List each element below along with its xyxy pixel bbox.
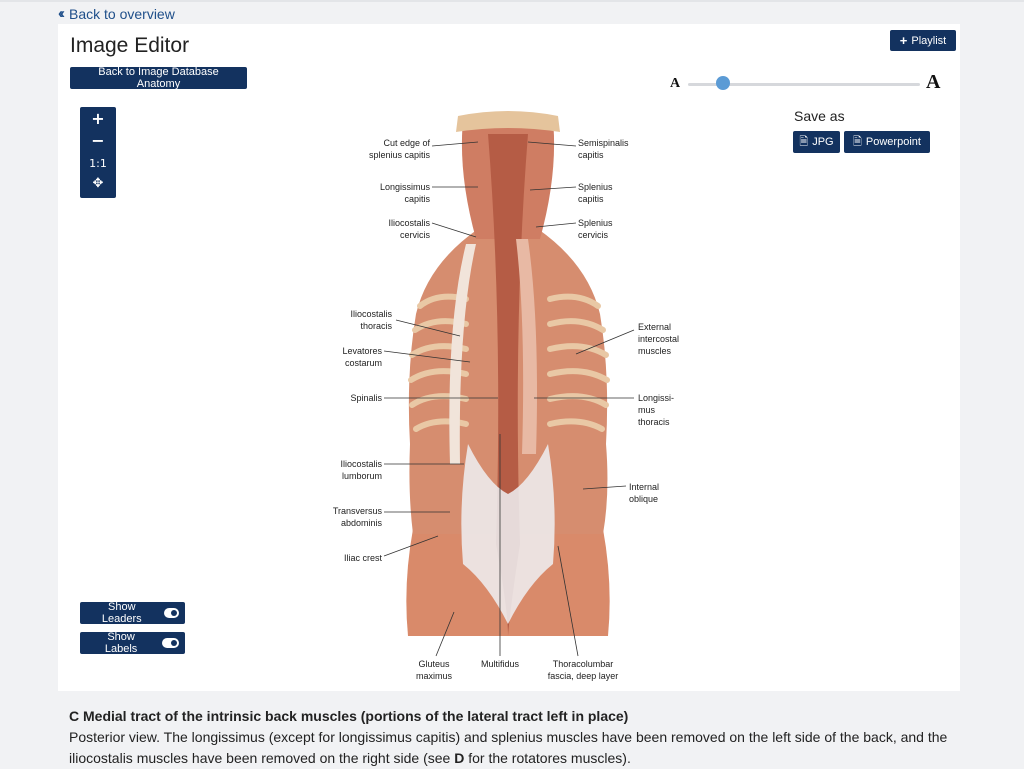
label-gluteus-2: maximus	[416, 671, 453, 681]
label-iliocostalis-lumborum-1: Iliocostalis	[340, 459, 382, 469]
image-editor-card: Image Editor + Playlist Back to Image Da…	[58, 24, 960, 691]
figure-caption: C Medial tract of the intrinsic back mus…	[69, 706, 969, 769]
move-icon[interactable]: ✥	[92, 176, 104, 191]
label-longissimus-capitis-2: capitis	[404, 194, 430, 204]
caption-text-after: for the rotatores muscles).	[464, 750, 631, 766]
label-cut-edge-1: Cut edge of	[383, 138, 430, 148]
top-border	[0, 0, 1024, 2]
leader-lines	[383, 141, 635, 657]
caption-title: C Medial tract of the intrinsic back mus…	[69, 708, 629, 724]
label-iliocostalis-thoracis-1: Iliocostalis	[350, 309, 392, 319]
label-iliocostalis-lumborum-2: lumborum	[342, 471, 382, 481]
anatomy-illustration	[406, 111, 610, 636]
page-title: Image Editor	[70, 34, 190, 57]
back-to-overview-label: Back to overview	[69, 5, 175, 22]
file-image-icon: 🗎	[799, 135, 809, 148]
powerpoint-label: Powerpoint	[865, 136, 921, 148]
zoom-out-button[interactable]: −	[91, 131, 105, 150]
label-internal-oblique-1: Internal	[629, 482, 659, 492]
font-large-glyph: A	[926, 71, 941, 93]
label-splenius-cervicis-2: cervicis	[578, 230, 609, 240]
label-semispinalis-1: Semispinalis	[578, 138, 629, 148]
save-jpg-button[interactable]: 🗎 JPG	[793, 131, 840, 153]
font-small-glyph: A	[670, 76, 681, 91]
label-longissimus-capitis-1: Longissimus	[380, 182, 431, 192]
left-labels: Cut edge of splenius capitis Longissimus…	[333, 138, 431, 563]
show-labels-toggle[interactable]: Show Labels	[80, 631, 185, 655]
label-semispinalis-2: capitis	[578, 150, 604, 160]
font-size-slider[interactable]: A A	[670, 71, 942, 94]
label-levatores-2: costarum	[345, 358, 382, 368]
anatomy-figure: Cut edge of splenius capitis Longissimus…	[333, 111, 679, 681]
label-spinalis: Spinalis	[350, 393, 382, 403]
plus-icon: +	[899, 33, 908, 48]
label-cut-edge-2: splenius capitis	[369, 150, 431, 160]
label-longissimus-thoracis-1: Longissi-	[638, 393, 674, 403]
label-external-intercostal-2: intercostal	[638, 334, 679, 344]
bottom-labels: Gluteus maximus Multifidus Thoracolumbar…	[416, 659, 618, 681]
zoom-controls: + − 1:1 ✥	[80, 107, 116, 198]
save-as-label: Save as	[794, 108, 845, 124]
save-powerpoint-button[interactable]: 🗎 Powerpoint	[844, 131, 930, 153]
label-gluteus-1: Gluteus	[418, 659, 450, 669]
label-external-intercostal-3: muscles	[638, 346, 672, 356]
double-chevron-left-icon: ‹‹	[58, 5, 65, 22]
toggle-switch-icon	[163, 608, 179, 618]
slider-thumb[interactable]	[715, 76, 730, 90]
zoom-in-button[interactable]: +	[91, 109, 105, 128]
file-powerpoint-icon: 🗎	[853, 135, 862, 148]
back-to-database-button[interactable]: Back to Image Database Anatomy	[70, 66, 247, 90]
show-leaders-label: Show Leaders	[101, 601, 142, 625]
right-labels: Semispinalis capitis Splenius capitis Sp…	[578, 138, 679, 504]
show-leaders-toggle[interactable]: Show Leaders	[80, 601, 185, 625]
back-to-overview-link[interactable]: ‹‹ Back to overview	[58, 5, 175, 22]
zoom-reset-button[interactable]: 1:1	[89, 157, 107, 170]
label-iliocostalis-thoracis-2: thoracis	[360, 321, 392, 331]
label-external-intercostal-1: External	[638, 322, 671, 332]
label-longissimus-thoracis-3: thoracis	[638, 417, 670, 427]
label-thoracolumbar-1: Thoracolumbar	[553, 659, 614, 669]
label-iliocostalis-cervicis-1: Iliocostalis	[388, 218, 430, 228]
label-splenius-capitis-2: capitis	[578, 194, 604, 204]
label-iliac-crest: Iliac crest	[344, 553, 383, 563]
caption-text-before: Posterior view. The longissimus (except …	[69, 729, 948, 766]
label-splenius-capitis-1: Splenius	[578, 182, 613, 192]
toggle-switch-icon	[162, 638, 179, 648]
label-transversus-1: Transversus	[333, 506, 383, 516]
label-multifidus: Multifidus	[481, 659, 520, 669]
label-transversus-2: abdominis	[341, 518, 383, 528]
back-to-database-label: Back to Image Database Anatomy	[98, 66, 219, 90]
slider-track[interactable]	[688, 83, 920, 86]
label-levatores-1: Levatores	[342, 346, 382, 356]
playlist-button[interactable]: + Playlist	[890, 30, 956, 51]
jpg-label: JPG	[812, 136, 834, 148]
label-thoracolumbar-2: fascia, deep layer	[548, 671, 619, 681]
label-splenius-cervicis-1: Splenius	[578, 218, 613, 228]
playlist-label: Playlist	[911, 34, 947, 47]
label-iliocostalis-cervicis-2: cervicis	[400, 230, 431, 240]
caption-text-bold: D	[454, 750, 465, 766]
label-longissimus-thoracis-2: mus	[638, 405, 656, 415]
label-internal-oblique-2: oblique	[629, 494, 658, 504]
show-labels-label: Show Labels	[104, 631, 138, 655]
